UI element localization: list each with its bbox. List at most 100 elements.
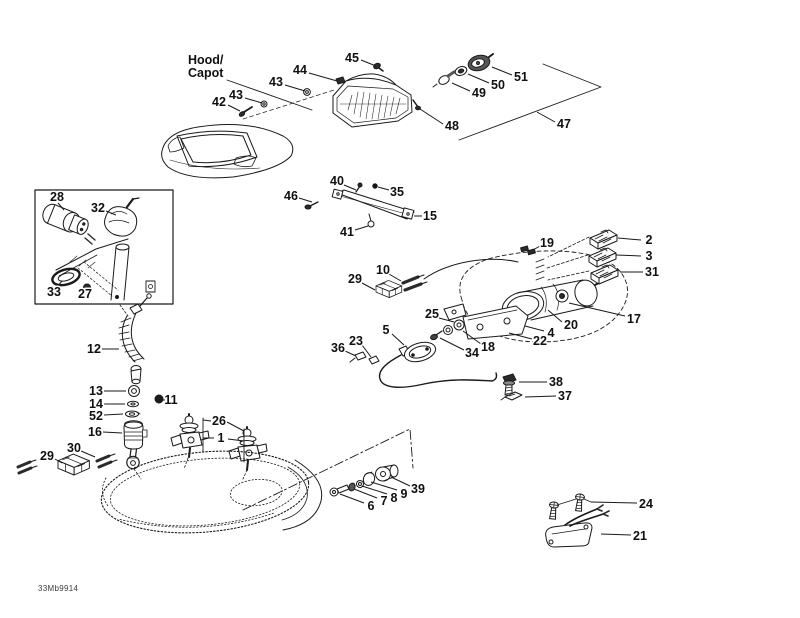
callout-label-24: 24: [639, 497, 653, 511]
leader-line: [438, 317, 455, 323]
screws-24: [547, 493, 592, 520]
leader-line: [600, 533, 632, 536]
switch-cable: [349, 351, 498, 388]
callout-label-48: 48: [445, 119, 459, 133]
leader-line: [339, 493, 365, 504]
connector-wires: [546, 236, 590, 281]
callout-label-4: 4: [548, 326, 555, 340]
callout-label-38: 38: [549, 375, 563, 389]
ignition-switch-16: [123, 420, 148, 480]
leader-line: [491, 66, 513, 76]
washer-14: [127, 400, 139, 408]
callout-label-8: 8: [391, 491, 398, 505]
hood-drawing: [161, 123, 294, 179]
leader-line: [54, 458, 63, 464]
leader-line: [568, 302, 626, 317]
leader-line: [524, 395, 557, 398]
leader-line: [57, 202, 65, 211]
callout-label-13: 13: [89, 384, 103, 398]
leader-line: [370, 481, 398, 491]
callout-label-42: 42: [212, 95, 226, 109]
support-bracket-drawing: [304, 182, 415, 228]
leader-line: [227, 104, 241, 112]
leader-line: [388, 273, 402, 282]
leader-line: [524, 325, 545, 332]
steering-column-drawing: [55, 238, 156, 301]
callout-label-43: 43: [229, 88, 243, 102]
callout-label-19: 19: [540, 236, 554, 250]
leader-line: [467, 73, 490, 84]
leader-line: [360, 59, 377, 67]
leader-line: [308, 72, 338, 82]
headlight-bulb-parts: [432, 53, 494, 88]
figure-code: 33Mb9914: [38, 584, 78, 593]
hood-label-line2: Capot: [188, 66, 224, 80]
harness-wire: [423, 258, 519, 280]
leader-line: [344, 350, 357, 357]
callout-label-26: 26: [212, 414, 226, 428]
part-28: [42, 203, 89, 235]
hood-trim-line: [458, 63, 602, 141]
leader-line: [439, 337, 465, 351]
leader-line: [103, 413, 124, 416]
clip-19: [520, 245, 536, 256]
callout-label-21: 21: [633, 529, 647, 543]
callout-label-33: 33: [47, 285, 61, 299]
alignment-line: [242, 89, 335, 120]
callout-label-15: 15: [423, 209, 437, 223]
callout-label-36: 36: [331, 341, 345, 355]
leader-line: [56, 280, 63, 288]
headlight-drawing: [332, 73, 413, 128]
leader-line: [298, 197, 313, 203]
leader-line: [391, 333, 405, 346]
leader-line: [462, 330, 482, 345]
terminals-30: [95, 453, 118, 469]
callout-label-9: 9: [401, 487, 408, 501]
hood-label-leader: [226, 79, 313, 111]
leader-line: [547, 309, 563, 323]
callout-label-14: 14: [89, 397, 103, 411]
leader-line: [202, 419, 212, 422]
console-outline: [100, 450, 323, 534]
leader-line: [244, 97, 263, 104]
leader-line: [390, 476, 411, 487]
connector-31: [590, 264, 619, 285]
cap-11: [154, 394, 164, 404]
leader-line: [105, 210, 117, 216]
callout-label-50: 50: [491, 78, 505, 92]
callout-label-18: 18: [481, 340, 495, 354]
mounting-bracket-drawing: [443, 303, 529, 340]
leader-line: [354, 225, 369, 231]
engine-compartment-outline: [459, 250, 628, 343]
callout-label-35: 35: [390, 185, 404, 199]
callout-label-10: 10: [376, 263, 390, 277]
callout-label-2: 2: [646, 233, 653, 247]
leader-line: [343, 184, 357, 191]
callout-label-41: 41: [340, 225, 354, 239]
washer-52: [125, 410, 141, 418]
callout-label-29: 29: [40, 449, 54, 463]
callout-label-31: 31: [645, 265, 659, 279]
callout-label-23: 23: [349, 334, 363, 348]
callout-label-46: 46: [284, 189, 298, 203]
leader-line: [80, 450, 96, 458]
callout-label-39: 39: [411, 482, 425, 496]
callout-label-20: 20: [564, 318, 578, 332]
connector-29-lower: [57, 453, 90, 476]
cap-27: [83, 283, 91, 292]
leader-line: [227, 438, 245, 442]
callout-label-27: 27: [78, 287, 92, 301]
bulb-socket-parts: [329, 464, 399, 497]
leader-line: [361, 485, 388, 495]
edge-terminals: [16, 459, 38, 475]
leader-line: [226, 421, 245, 432]
callout-label-11: 11: [164, 393, 177, 407]
callout-label-25: 25: [425, 307, 439, 321]
sensor-bracket-lines: [202, 417, 245, 463]
sensor-right: [228, 426, 268, 471]
callout-label-52: 52: [89, 409, 103, 423]
callout-label-7: 7: [381, 494, 388, 508]
callout-label-22: 22: [533, 334, 547, 348]
